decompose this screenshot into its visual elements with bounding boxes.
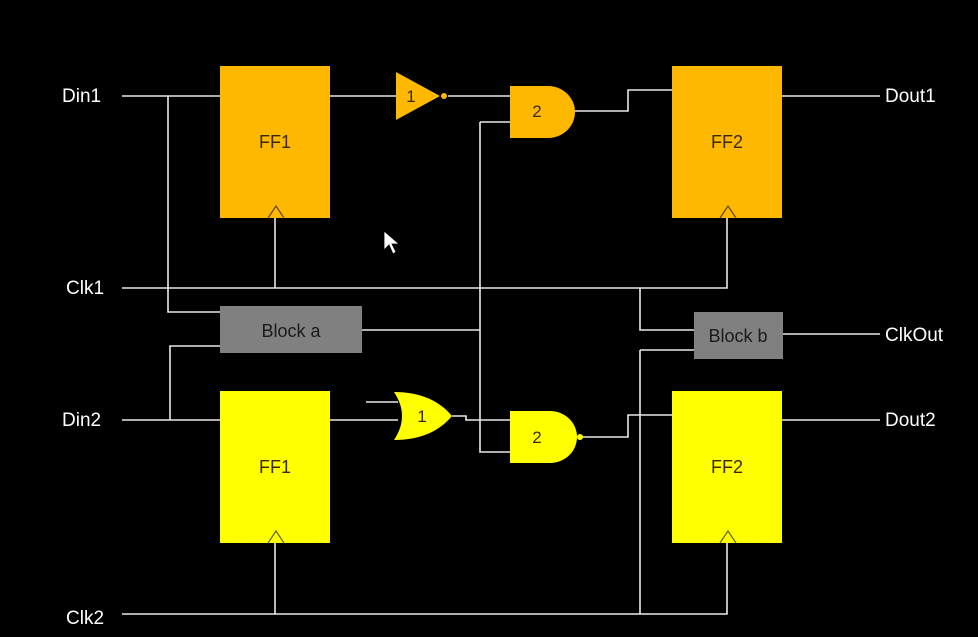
dout2-label: Dout2	[885, 410, 936, 431]
nand-gate-bottom: 2	[510, 411, 583, 463]
inverter-top-label: 1	[406, 87, 415, 106]
ff1-bottom-label: FF1	[259, 457, 291, 477]
din1-label: Din1	[62, 86, 101, 107]
block-a: Block a	[220, 306, 362, 353]
clk2-label: Clk2	[66, 608, 104, 629]
din2-label: Din2	[62, 410, 101, 431]
block-b: Block b	[694, 312, 783, 359]
and-top-label: 2	[532, 102, 541, 121]
block-a-label: Block a	[261, 321, 321, 341]
ff2-top: FF2	[672, 66, 782, 219]
ff1-top-label: FF1	[259, 132, 291, 152]
clkout-label: ClkOut	[885, 325, 944, 346]
ff1-top: FF1	[220, 66, 330, 219]
clk1-label: Clk1	[66, 278, 104, 299]
and-gate-top: 2	[510, 86, 575, 138]
inverter-gate-top: 1	[396, 72, 447, 120]
block-b-label: Block b	[708, 326, 767, 346]
ff2-top-label: FF2	[711, 132, 743, 152]
mouse-pointer-icon	[383, 230, 401, 255]
dout1-label: Dout1	[885, 86, 936, 107]
wires	[122, 89, 880, 615]
nand-bottom-label: 2	[532, 428, 541, 447]
ff1-bottom: FF1	[220, 391, 330, 544]
or-gate-bottom: 1	[394, 392, 452, 440]
ff2-bottom-label: FF2	[711, 457, 743, 477]
ff2-bottom: FF2	[672, 391, 782, 544]
or-bottom-label: 1	[417, 407, 426, 426]
